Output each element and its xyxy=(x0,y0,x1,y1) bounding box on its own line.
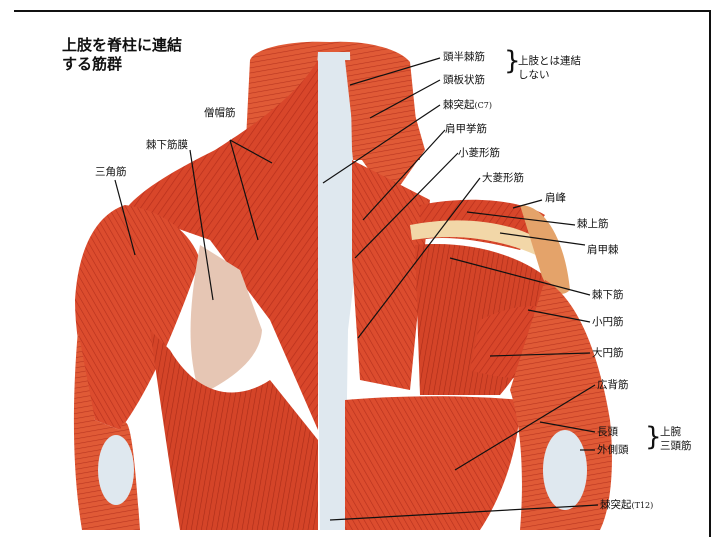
label-deltoid: 三角筋 xyxy=(95,166,127,178)
title-line-2: する筋群 xyxy=(62,55,182,74)
label-spinous-process-c7: 棘突起(C7) xyxy=(443,99,492,112)
label-levator-scapulae: 肩甲挙筋 xyxy=(445,123,487,135)
label-rhomboid-major: 大菱形筋 xyxy=(482,172,524,184)
label-latissimus-dorsi: 広背筋 xyxy=(597,379,629,391)
latissimus-right xyxy=(345,396,520,530)
label-trapezius: 僧帽筋 xyxy=(204,107,236,119)
label-scapular-spine: 肩甲棘 xyxy=(587,244,619,256)
label-supraspinatus: 棘上筋 xyxy=(577,218,609,230)
label-splenius: 頭板状筋 xyxy=(443,74,485,86)
title-line-1: 上肢を脊柱に連結 xyxy=(62,36,182,55)
label-not-connected-2: しない xyxy=(518,69,550,81)
label-infraspinous-fascia: 棘下筋膜 xyxy=(146,139,188,151)
label-long-head: 長頭 xyxy=(597,426,618,438)
label-infraspinatus: 棘下筋 xyxy=(592,289,624,301)
label-triceps-1: 上腕 xyxy=(660,426,681,438)
figure-title: 上肢を脊柱に連結 する筋群 xyxy=(62,36,182,74)
label-teres-major: 大円筋 xyxy=(592,347,624,359)
label-triceps-2: 三頭筋 xyxy=(660,440,692,452)
c7-text: (C7) xyxy=(475,101,492,110)
label-splenius-capitis: 頭半棘筋 xyxy=(443,51,485,63)
label-spinous-process-t12: 棘突起(T12) xyxy=(600,499,653,512)
label-acromion: 肩峰 xyxy=(545,192,566,204)
t12-text: (T12) xyxy=(632,501,654,510)
spinous-process-c7-text: 棘突起 xyxy=(443,99,475,111)
label-teres-minor: 小円筋 xyxy=(592,316,624,328)
label-lateral-head: 外側頭 xyxy=(597,444,629,456)
label-not-connected-1: 上肢とは連結 xyxy=(518,55,581,67)
spinous-process-t12-text: 棘突起 xyxy=(600,499,632,511)
label-rhomboid-minor: 小菱形筋 xyxy=(458,147,500,159)
